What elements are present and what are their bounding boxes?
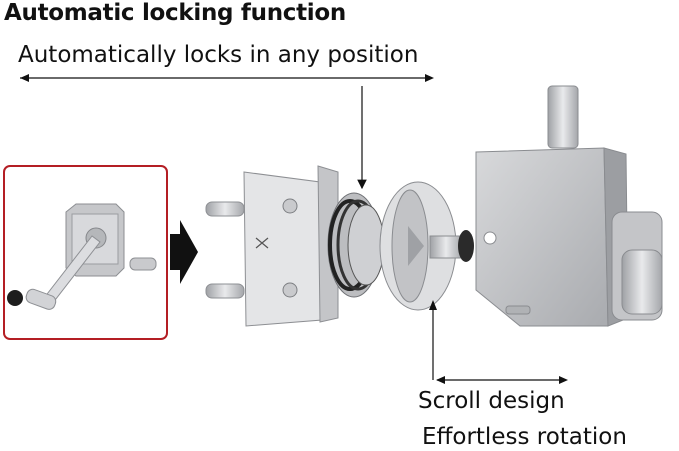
scroll-disc	[379, 181, 474, 311]
effortless-rotation-label: Effortless rotation	[422, 424, 627, 450]
page-title: Automatic locking function	[4, 0, 346, 26]
scroll-pointer-arrows	[429, 300, 568, 384]
housing-block	[475, 85, 663, 327]
right-arrow-icon	[170, 220, 198, 284]
scroll-design-label: Scroll design	[418, 388, 565, 414]
mounting-plate	[205, 165, 339, 327]
crank-handle-photo	[3, 165, 168, 340]
spring-coil	[327, 192, 385, 298]
span-double-arrow	[20, 74, 434, 82]
feature-subtitle: Automatically locks in any position	[18, 42, 419, 68]
